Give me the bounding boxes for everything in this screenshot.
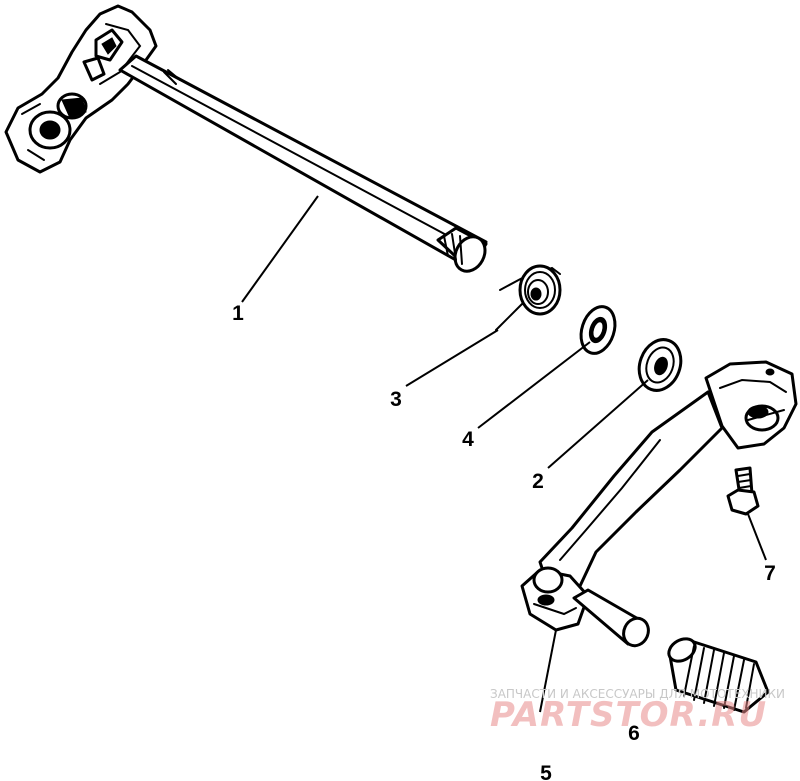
part-6-footrest-rubber (667, 637, 770, 714)
callout-labels: 1 2 3 4 5 6 7 (232, 302, 776, 781)
leader-lines (241, 195, 767, 713)
part-3-torsion-spring (495, 264, 562, 331)
callout-1: 1 (232, 302, 244, 325)
leader-4 (477, 341, 591, 429)
leader-3 (405, 329, 499, 387)
leader-7 (747, 513, 767, 561)
callout-2: 2 (532, 470, 544, 493)
callout-5: 5 (540, 762, 552, 781)
callout-4: 4 (462, 428, 474, 451)
part-4-circlip (579, 305, 617, 355)
callout-6: 6 (628, 722, 640, 745)
watermark-tagline: ЗАПЧАСТИ И АКСЕССУАРЫ ДЛЯ МОТОТЕХНИКИ (490, 687, 785, 701)
part-7-bolt (726, 466, 760, 516)
watermark-logo: PARTSTOR.RU (490, 695, 767, 735)
callout-3: 3 (390, 388, 402, 411)
callout-7: 7 (764, 562, 776, 585)
watermark: ЗАПЧАСТИ И АКСЕССУАРЫ ДЛЯ МОТОТЕХНИКИ PA… (490, 687, 785, 735)
part-5-shift-pedal (520, 360, 798, 648)
leader-5-6 (539, 629, 557, 713)
part-2-oil-seal (637, 338, 683, 392)
leader-2 (547, 379, 649, 469)
part-1-shift-shaft (4, 4, 488, 273)
leader-1 (241, 195, 319, 303)
